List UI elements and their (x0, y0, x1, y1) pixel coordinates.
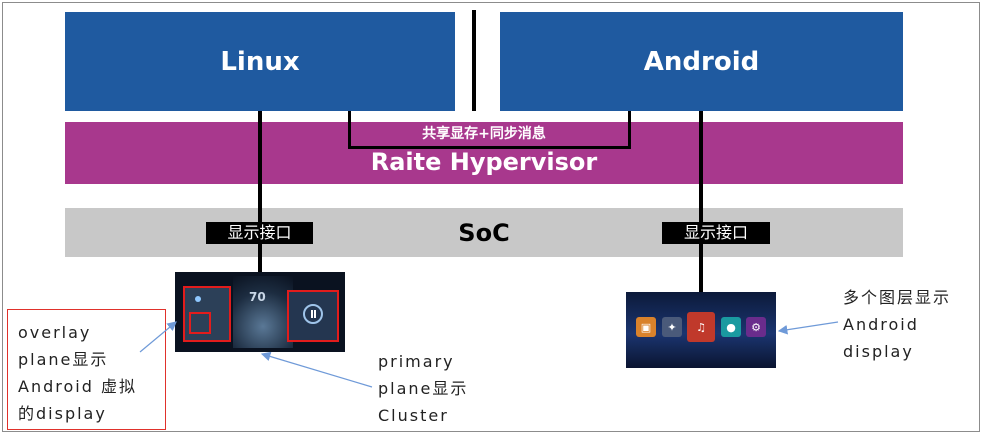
annotation-line: overlay (18, 323, 92, 342)
shm-link-bottom (348, 146, 631, 149)
display-interface-right: 显示接口 (662, 222, 770, 244)
shared-memory-label: 共享显存+同步消息 (422, 126, 546, 142)
speed-readout: 70 (249, 290, 266, 304)
hypervisor-block: 共享显存+同步消息 Raite Hypervisor (65, 122, 903, 184)
primary-arrow (260, 351, 373, 388)
map-location-icon (195, 296, 201, 302)
android-label: Android (643, 46, 760, 77)
pause-icon (303, 304, 323, 324)
android-display-line (699, 111, 703, 292)
game-app-icon: ✦ (662, 317, 682, 337)
music-app-icon: ♫ (687, 312, 715, 342)
hypervisor-label: Raite Hypervisor (370, 148, 598, 176)
shm-link-left (348, 111, 351, 149)
linux-display-line (258, 111, 262, 272)
annotation-line: 的display (18, 404, 107, 423)
overlay-media-panel (287, 290, 339, 342)
overlay-highlight-box (189, 312, 211, 334)
annotation-line: Android 虚拟 (18, 377, 137, 396)
annotation-line: display (843, 342, 914, 361)
android-display-annotation: 多个图层显示 Android display (843, 284, 951, 365)
primary-plane-annotation: primary plane显示 Cluster (378, 348, 468, 429)
android-screen: ▣ ✦ ♫ ● ⚙ (626, 292, 776, 368)
overlay-arrow (139, 321, 177, 353)
linux-label: Linux (220, 46, 300, 77)
separator-line (472, 10, 476, 111)
android-block: Android (500, 12, 903, 111)
cluster-screen: 70 (175, 272, 345, 352)
annotation-line: plane显示 (18, 350, 109, 369)
shm-link-right (628, 111, 631, 149)
annotation-line: Cluster (378, 406, 449, 425)
annotation-line: 多个图层显示 (843, 288, 952, 307)
overlay-plane-annotation: overlay plane显示 Android 虚拟 的display (7, 309, 166, 430)
diagram-frame (2, 2, 980, 432)
android-arrow (777, 321, 839, 335)
annotation-line: primary (378, 352, 455, 371)
settings-app-icon: ⚙ (746, 317, 766, 337)
display-interface-left: 显示接口 (206, 222, 313, 244)
annotation-line: Android (843, 315, 919, 334)
overlay-map-panel (183, 286, 231, 342)
photo-app-icon: ▣ (636, 317, 656, 337)
linux-block: Linux (65, 12, 455, 111)
soc-label: SoC (458, 218, 510, 247)
speed-gauge (233, 276, 293, 348)
annotation-line: plane显示 (378, 379, 469, 398)
video-app-icon: ● (721, 317, 741, 337)
